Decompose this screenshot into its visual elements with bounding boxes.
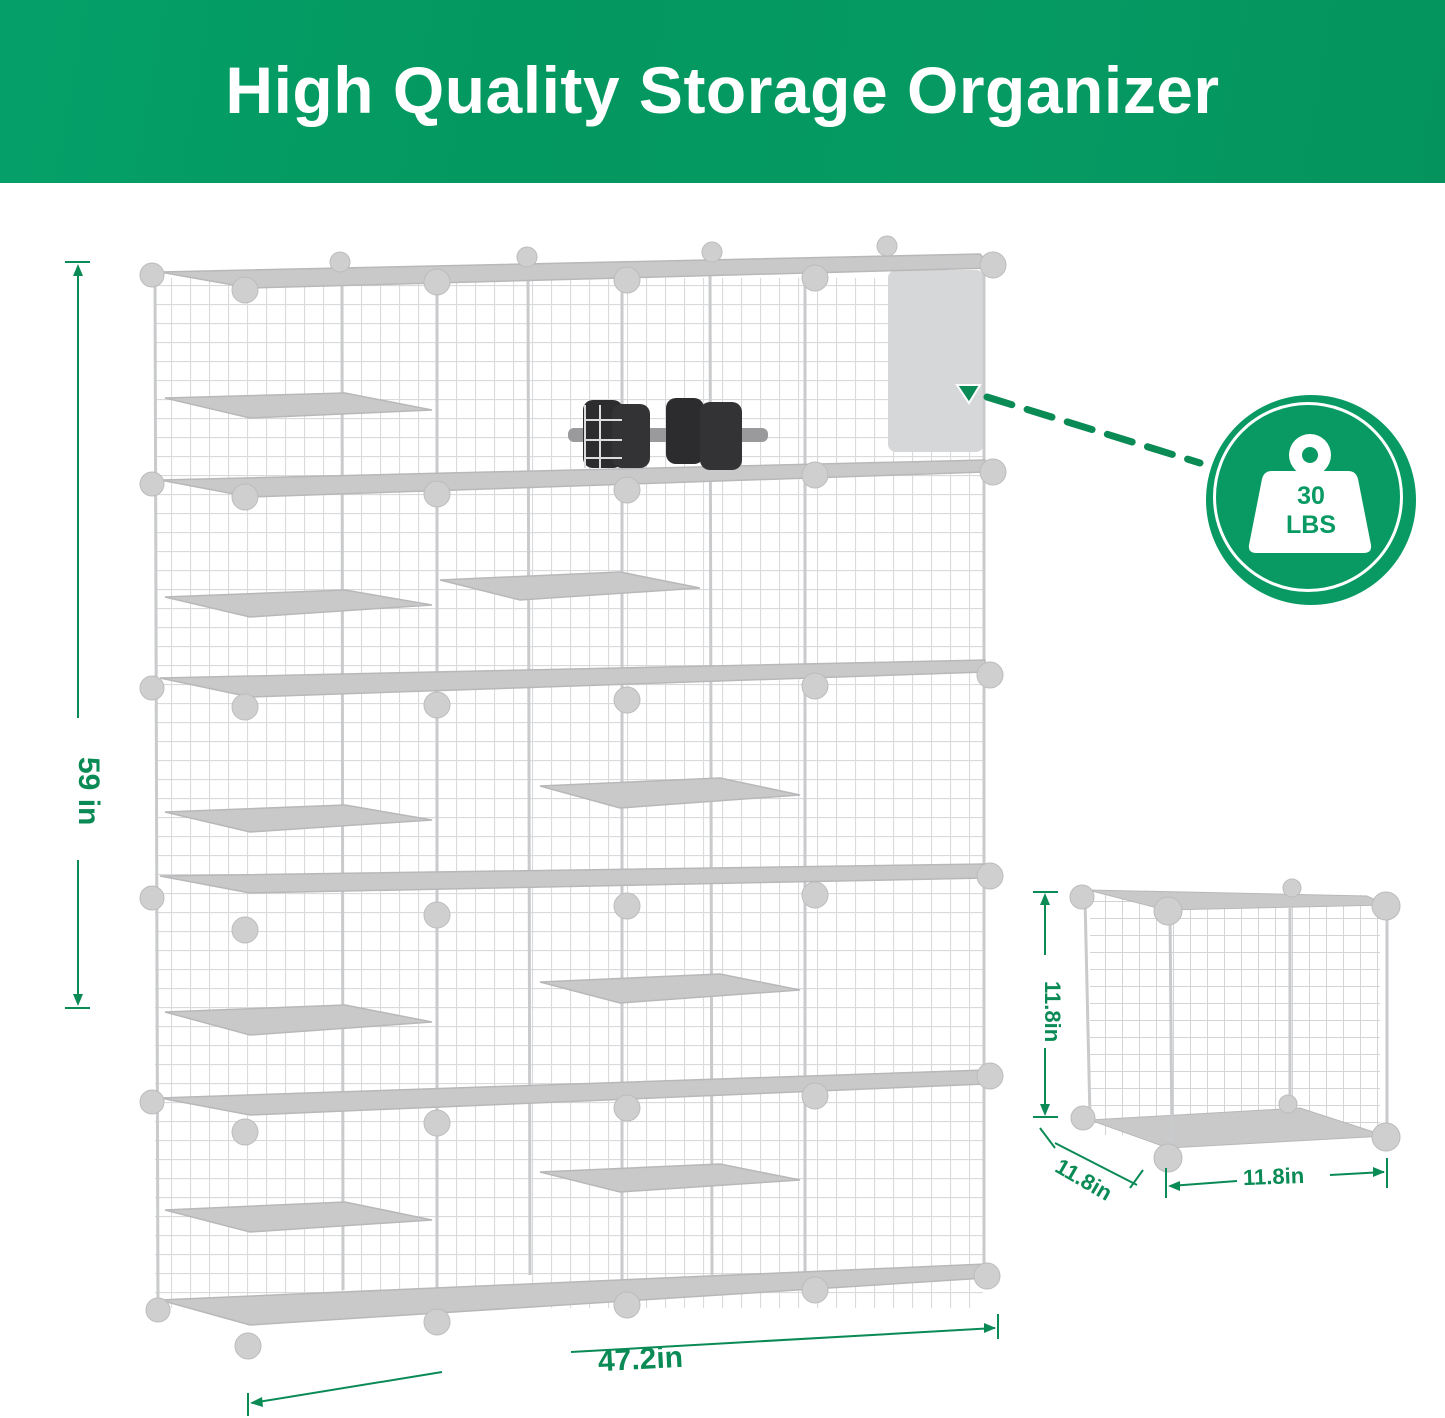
dumbbell-illustration [568,398,768,470]
weight-icon [1248,434,1372,553]
height-dimension [65,261,90,1009]
organizer-unit [139,235,1007,1360]
banner-title: High Quality Storage Organizer [225,52,1220,127]
cube-width-label: 11.8in [1242,1162,1305,1191]
callout-leader [955,384,1204,467]
cube-height-label: 11.8in [1040,981,1065,1043]
header-banner: High Quality Storage Organizer [0,0,1445,183]
width-dimension-label: 47.2in [597,1340,684,1379]
badge-ring [1213,402,1403,592]
width-dimension [247,1314,999,1416]
weight-value: 30 [1297,482,1325,510]
side-panel [888,270,984,452]
weight-capacity-badge: 30 LBS [1206,395,1416,605]
height-dimension-label: 59 in [72,757,105,826]
single-cube [1033,878,1401,1198]
weight-unit: LBS [1286,511,1336,539]
